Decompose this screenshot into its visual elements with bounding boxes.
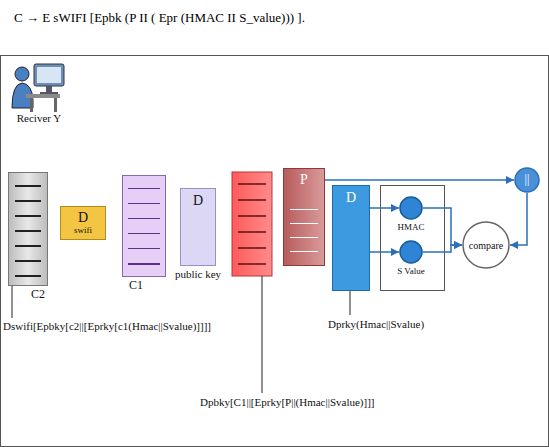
- concat-circle: ||: [514, 167, 540, 193]
- decrypt-box: D: [332, 185, 370, 291]
- stripe: [238, 263, 266, 265]
- frame: [1, 56, 549, 447]
- stripe: [238, 231, 266, 233]
- node-text: ||: [525, 173, 530, 186]
- leader-line: [350, 291, 351, 315]
- hmac-circle: HMAC: [399, 196, 423, 220]
- connector: [370, 207, 399, 209]
- formula-label: Dpbky[C1||[Eprky[P||(Hmac||Svalue)]]]: [200, 396, 375, 408]
- stripe: [238, 247, 266, 249]
- node-text: HMAC: [398, 223, 425, 233]
- decrypt-box: Dpublic key: [180, 188, 216, 266]
- stripe: [238, 183, 266, 185]
- leader-line: [262, 276, 263, 393]
- node-text: C1: [129, 279, 143, 292]
- receiver-label: Reciver Y: [16, 112, 62, 124]
- leader-lines: [12, 276, 350, 393]
- cipher-bar: [232, 172, 272, 276]
- connector: [423, 208, 462, 245]
- stripe: [238, 199, 266, 201]
- decrypt-box: Dswifi: [60, 206, 106, 240]
- title: C → E sWIFI [Epbk (P II ( Epr (HMAC II S…: [14, 10, 305, 26]
- stripe: [238, 215, 266, 217]
- receiver-icon: [12, 64, 64, 112]
- connector: [510, 193, 527, 245]
- node-text: P: [300, 172, 308, 187]
- node-text: swifi: [74, 226, 92, 236]
- circle-outline: [399, 196, 423, 220]
- circle-outline: [399, 240, 423, 264]
- formula-label: Dprky(Hmac||Svalue): [328, 318, 424, 330]
- cipher-bar: C2: [8, 172, 48, 286]
- node-text: public key: [175, 268, 221, 280]
- svalue-circle: S Value: [399, 240, 423, 264]
- formula-label: Dswifi[Epbky[c2||[Eprky[c1(Hmac||Svalue)…: [3, 320, 211, 332]
- result-box: [381, 186, 445, 291]
- connector: [325, 179, 514, 181]
- cipher-bar: C1: [122, 175, 166, 277]
- connector: [370, 251, 399, 253]
- node-text: compare: [469, 240, 503, 251]
- node-text: S Value: [397, 267, 425, 277]
- node-text: D: [193, 193, 203, 208]
- node-text: D: [78, 210, 88, 225]
- connector: [423, 245, 462, 252]
- compare-circle: compare: [462, 221, 510, 269]
- plaintext-box: P: [283, 168, 325, 266]
- node-text: D: [346, 190, 356, 205]
- node-text: C2: [31, 288, 45, 301]
- leader-line: [12, 286, 13, 318]
